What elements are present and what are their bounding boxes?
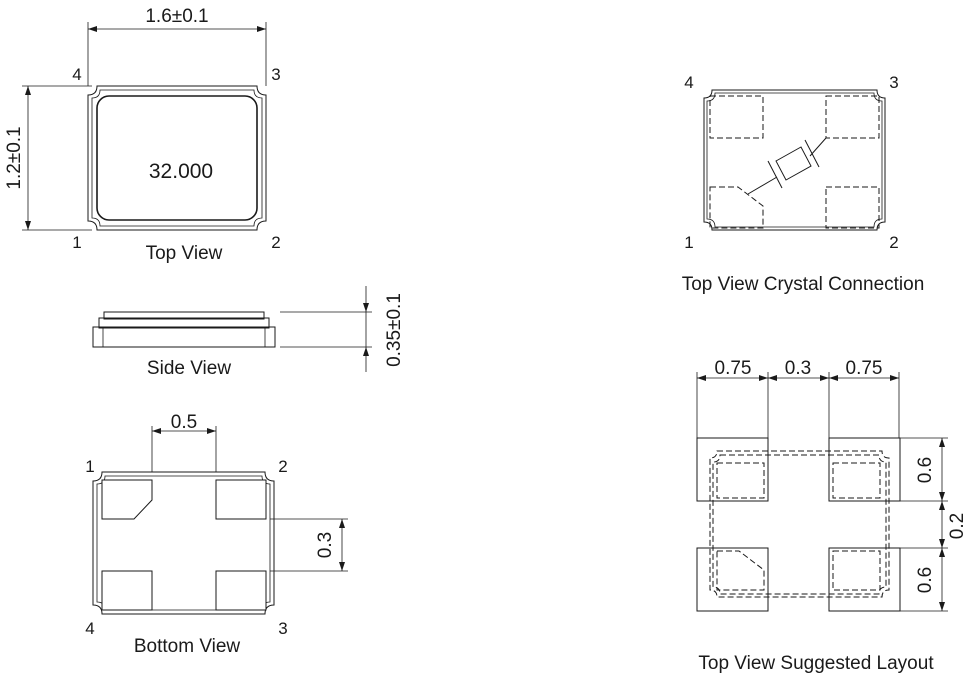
layout-dim-right: 0.75	[846, 358, 883, 379]
layout-dim-top: 0.6	[915, 457, 936, 483]
top-view-pin-1: 1	[72, 233, 81, 252]
layout-dim-left: 0.75	[715, 358, 752, 379]
bottom-view-pin-1: 1	[85, 457, 94, 476]
top-view-pin-3: 3	[271, 65, 280, 84]
layout-view-caption: Top View Suggested Layout	[698, 653, 934, 674]
crystal-connection-view: 4 3 1 2 Top View Crystal Connection	[682, 73, 925, 295]
crystal-view-pin-4: 4	[684, 73, 693, 92]
top-view-height-dim: 1.2±0.1	[4, 126, 25, 189]
layout-dim-mid: 0.3	[785, 358, 811, 379]
crystal-view-pin-1: 1	[684, 233, 693, 252]
bottom-view-gap-dim: 0.5	[171, 412, 197, 433]
top-view-width-dim: 1.6±0.1	[145, 6, 208, 27]
layout-dim-gap: 0.2	[947, 513, 968, 539]
crystal-view-pin-2: 2	[889, 233, 898, 252]
top-view-caption: Top View	[146, 243, 223, 264]
top-view-marking: 32.000	[149, 160, 213, 183]
bottom-view-pin-4: 4	[85, 619, 94, 638]
side-view: 0.35±0.1 Side View	[92, 286, 405, 379]
top-view-pin-2: 2	[271, 233, 280, 252]
bottom-view-pin-2: 2	[278, 457, 287, 476]
suggested-layout-view: 0.75 0.3 0.75 0.6 0.2 0.6 Top View Sugge…	[696, 358, 968, 674]
side-view-height-dim: 0.35±0.1	[384, 293, 405, 367]
layout-dim-bottom: 0.6	[915, 567, 936, 593]
bottom-view-caption: Bottom View	[134, 636, 241, 657]
top-view: 1.6±0.1 1.2±0.1 32.000 4 3 1 2 Top View	[4, 6, 281, 264]
crystal-view-caption: Top View Crystal Connection	[682, 274, 925, 295]
top-view-pin-4: 4	[72, 65, 81, 84]
crystal-view-pin-3: 3	[889, 73, 898, 92]
bottom-view: 0.5 0.3 1 2 4 3 Bottom View	[85, 412, 348, 657]
bottom-view-pad-dim: 0.3	[315, 532, 336, 558]
bottom-view-pin-3: 3	[278, 619, 287, 638]
side-view-caption: Side View	[147, 358, 231, 379]
